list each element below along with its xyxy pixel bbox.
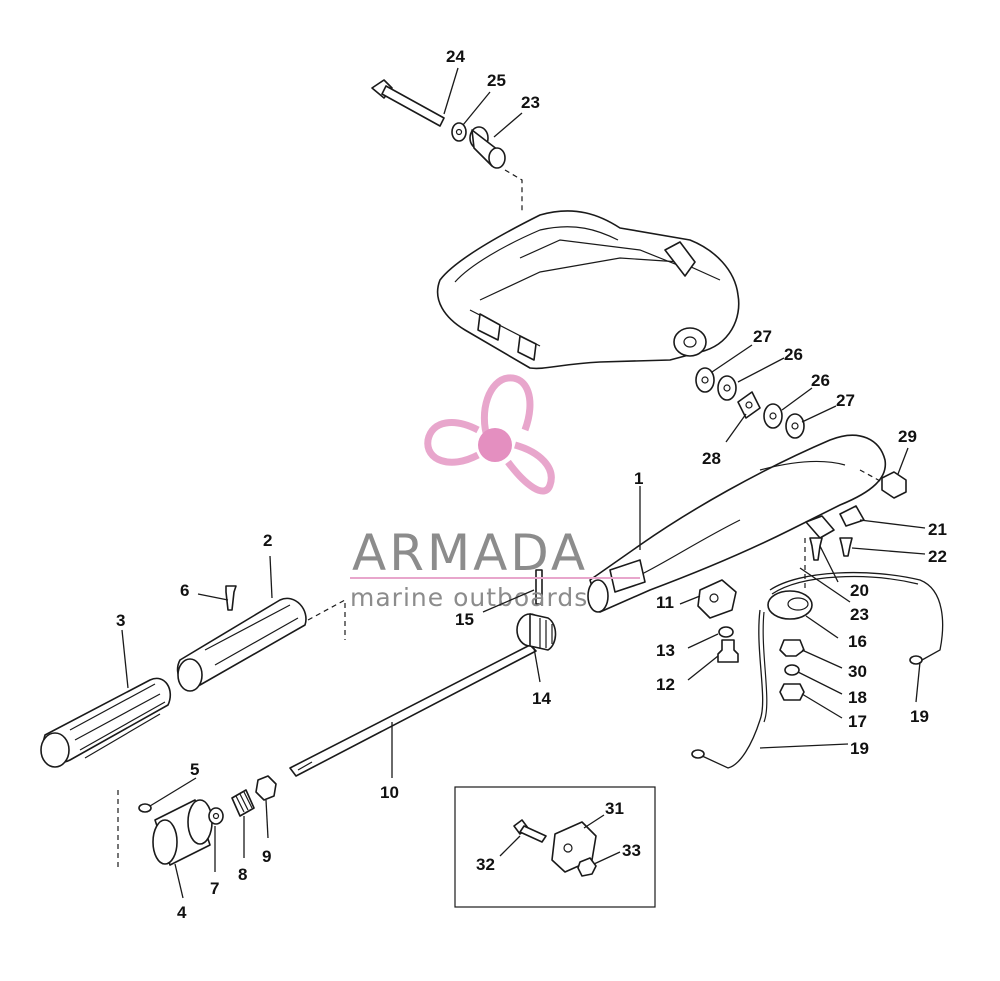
watermark-tagline: marine outboards [350,583,588,612]
washer-18 [784,664,800,676]
clip-20 [805,515,835,539]
nut-9 [255,775,277,801]
propeller-hub [478,428,512,462]
callout-15: 15 [455,610,474,629]
screw-6 [225,585,237,611]
bolt-12 [717,639,739,663]
nut-17 [779,683,805,701]
knob-16 [767,590,813,620]
shaft-10 [289,644,537,777]
nut-30 [779,639,805,657]
callout-2: 2 [263,531,272,550]
ring-4 [152,799,213,866]
callout-13: 13 [656,641,675,660]
screw-22 [839,537,853,557]
callout-23-top: 23 [521,93,540,112]
callout-20: 20 [850,581,869,600]
assembly-line-top [504,169,523,212]
callout-27-top: 27 [753,327,772,346]
spring-8 [231,789,255,817]
bushing-23-top [469,126,506,169]
callout-3: 3 [116,611,125,630]
screw-23 [809,537,823,561]
nut-29 [881,471,907,499]
callout-32: 32 [476,855,495,874]
callout-9: 9 [262,847,271,866]
callout-5: 5 [190,760,199,779]
assembly-line-29 [859,469,883,483]
washer-25 [451,122,467,142]
washer-7 [208,807,224,825]
propeller-blade-left [424,419,480,466]
nut-33 [577,857,597,877]
callout-1: 1 [634,469,643,488]
callout-19-bottom: 19 [850,739,869,758]
gear-14 [516,613,557,651]
callout-10: 10 [380,783,399,802]
callout-25: 25 [487,71,506,90]
callout-26-top: 26 [784,345,803,364]
callout-4: 4 [177,903,187,922]
callout-18: 18 [848,688,867,707]
throttle-sleeve-2 [176,597,307,692]
washer-set-26-27-28 [695,367,805,439]
callout-29: 29 [898,427,917,446]
callout-12: 12 [656,675,675,694]
callout-22: 22 [928,547,947,566]
callout-17: 17 [848,712,867,731]
tiller-arm-1 [587,434,887,613]
cable-19-right [769,571,944,665]
cable-19-lower [691,609,768,769]
bracket-11 [697,579,737,619]
propeller-blade-top [481,374,534,442]
screw-32 [513,819,547,843]
callout-24: 24 [446,47,465,66]
callout-31: 31 [605,799,624,818]
washer-13 [718,626,734,638]
watermark-brand: ARMADA [352,524,588,582]
callout-28: 28 [702,449,721,468]
propeller-blade-right [505,441,555,495]
pin-5 [138,803,152,813]
callout-27-bottom: 27 [836,391,855,410]
leader-lines [121,67,926,899]
armada-logo [424,374,555,495]
callout-8: 8 [238,865,247,884]
bolt-24 [371,79,445,127]
callout-6: 6 [180,581,189,600]
callout-11: 11 [656,593,674,612]
assembly-line-grip [307,598,346,640]
callout-33: 33 [622,841,641,860]
clip-21 [839,505,865,527]
callout-23-bottom: 23 [850,605,869,624]
callout-labels: 24 25 23 27 26 26 27 28 29 1 2 3 6 5 4 7… [116,47,947,922]
inset-frame [454,786,656,908]
steering-bracket [436,210,740,370]
callout-30: 30 [848,662,867,681]
callout-14: 14 [532,689,551,708]
callout-16: 16 [848,632,867,651]
grip-3 [40,677,172,768]
callout-26-bottom: 26 [811,371,830,390]
callout-19-right: 19 [910,707,929,726]
callout-7: 7 [210,879,219,898]
callout-21: 21 [928,520,947,539]
